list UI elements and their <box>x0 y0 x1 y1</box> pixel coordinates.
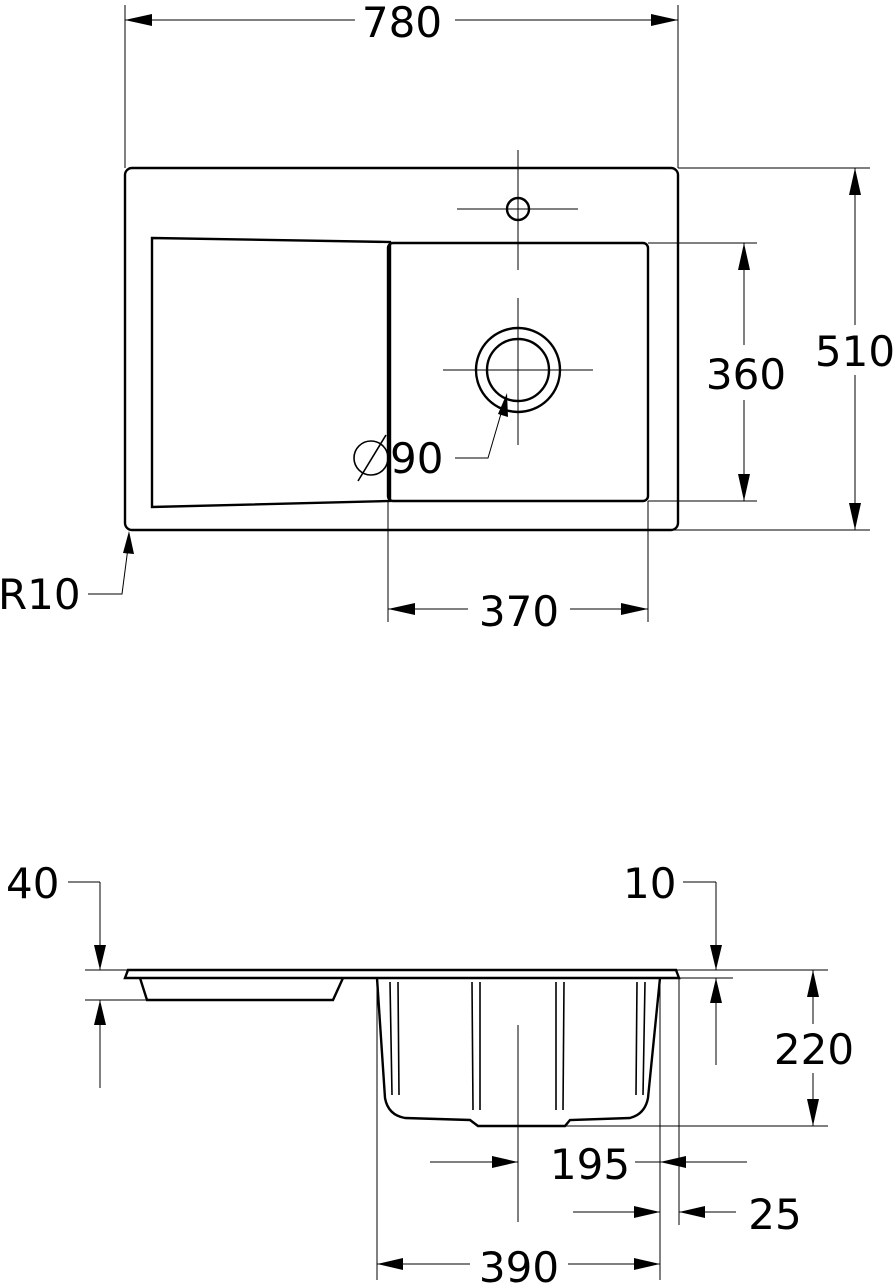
diameter-arrow <box>498 393 508 417</box>
dim-370-arrow-right <box>621 603 648 615</box>
dim-10-arrow-top <box>710 945 722 970</box>
rib-4b <box>642 981 646 1096</box>
dim-25-arrow-left <box>634 1206 660 1218</box>
rim-profile <box>123 968 681 980</box>
offset-label: 195 <box>550 1140 630 1189</box>
radius-arrow <box>123 531 134 554</box>
dim-780-arrow-right <box>651 14 678 26</box>
bowl-profile <box>375 977 662 1128</box>
bowl-width-label: 370 <box>479 587 559 636</box>
diameter-leader <box>455 399 506 459</box>
overall-width-label: 780 <box>362 0 442 47</box>
dim-360-arrow-top <box>738 243 750 270</box>
rib-4a <box>635 981 638 1096</box>
drainer-profile <box>138 977 345 1002</box>
dim-360-arrow-bottom <box>738 474 750 501</box>
dim-220-arrow-bottom <box>807 1099 819 1126</box>
radius-leader <box>88 539 130 595</box>
dim-390-arrow-right <box>634 1258 660 1270</box>
side-view: 40 10 220 195 25 <box>6 859 854 1285</box>
rib-2a <box>471 981 474 1111</box>
sink-outline <box>123 166 680 532</box>
dim-40-arrow-top <box>94 945 106 970</box>
corner-radius-label: R10 <box>0 570 81 619</box>
dim-510-arrow-top <box>849 168 861 195</box>
dim-220-arrow-top <box>807 970 819 997</box>
rib-1a <box>389 981 393 1096</box>
diameter-symbol-circle <box>353 440 389 476</box>
dim-195-arrow-left <box>492 1156 518 1168</box>
dim-510-label-bg <box>815 325 895 375</box>
rib-1b <box>397 981 400 1096</box>
top-view: 90 780 510 360 370 R <box>0 0 895 636</box>
side-bowl-width-label: 390 <box>479 1243 559 1285</box>
bowl-depth-label: 360 <box>706 350 786 399</box>
rib-3b <box>562 981 565 1111</box>
overall-depth-label: 510 <box>815 327 895 376</box>
dim-780-arrow-left <box>125 14 152 26</box>
edge-label: 25 <box>748 1190 801 1239</box>
rim-right-label: 10 <box>623 859 676 908</box>
dim-195-arrow-right <box>660 1156 686 1168</box>
rim-left-label: 40 <box>6 859 59 908</box>
dim-25-arrow-right <box>679 1206 705 1218</box>
dim-370-arrow-left <box>388 603 415 615</box>
dim-40-arrow-bottom <box>94 1000 106 1025</box>
drainer-outline <box>150 236 392 509</box>
dim-510-arrow-bottom <box>849 503 861 530</box>
dim-390-arrow-left <box>377 1258 403 1270</box>
drain-diameter-label: 90 <box>390 434 443 483</box>
diameter-symbol-slash <box>357 434 387 482</box>
dim-10-arrow-bottom <box>710 978 722 1003</box>
bowl-height-label: 220 <box>774 1025 854 1074</box>
